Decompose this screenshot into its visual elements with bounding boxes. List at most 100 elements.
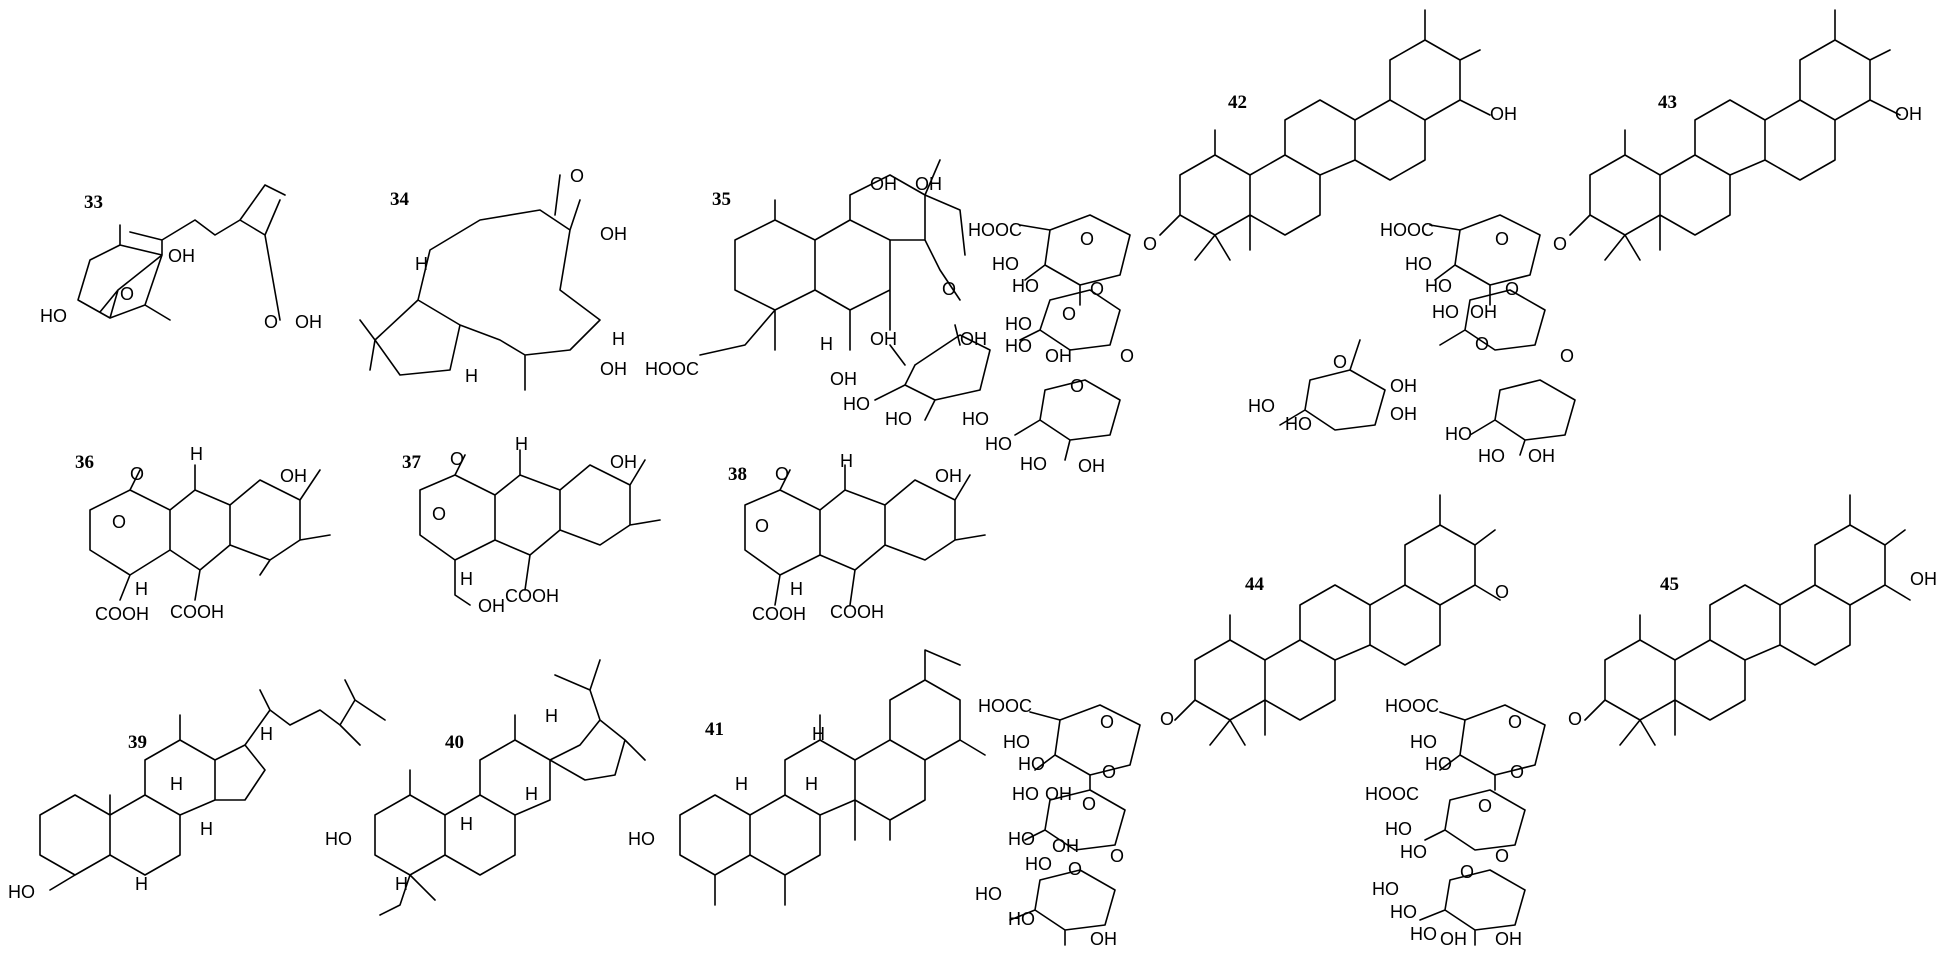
compound-35: 35 OH OH O HOOC H OH OH OH HO HO: [645, 159, 991, 429]
atom-label: O: [1553, 234, 1567, 254]
atom-label: HO: [1410, 924, 1437, 944]
atom-label: H: [135, 874, 148, 894]
atom-label: H: [515, 434, 528, 454]
atom-label: O: [1070, 376, 1084, 396]
atom-label: HO: [1012, 784, 1039, 804]
atom-label: O: [1460, 862, 1474, 882]
atom-label: O: [1143, 234, 1157, 254]
compound-number: 37: [402, 452, 422, 473]
atom-label: HO: [1005, 336, 1032, 356]
compound-43: 43 OH O HOOC O HO HO O HO OH O O OH HO H…: [1248, 9, 1922, 466]
atom-label: O: [1080, 229, 1094, 249]
atom-label: COOH: [830, 602, 884, 622]
atom-label: HO: [885, 409, 912, 429]
compound-40: 40 H H H HO H: [325, 659, 646, 916]
atom-label: HO: [8, 882, 35, 902]
atom-label: H: [395, 874, 408, 894]
atom-label: OH: [600, 359, 627, 379]
atom-label: O: [1102, 762, 1116, 782]
atom-label: OH: [1045, 346, 1072, 366]
atom-label: OH: [935, 466, 962, 486]
atom-label: H: [465, 366, 478, 386]
atom-label: HO: [1410, 732, 1437, 752]
atom-label: O: [570, 166, 584, 186]
compound-number: 36: [75, 452, 94, 473]
atom-label: COOH: [170, 602, 224, 622]
atom-label: O: [450, 449, 464, 469]
atom-label: O: [1100, 712, 1114, 732]
atom-label: HO: [1372, 879, 1399, 899]
atom-label: HO: [1425, 276, 1452, 296]
atom-label: H: [415, 254, 428, 274]
compound-37: 37 O H OH O H OH COOH: [402, 434, 661, 616]
atom-label: O: [1505, 279, 1519, 299]
atom-label: O: [1495, 582, 1509, 602]
atom-label: HO: [1248, 396, 1275, 416]
atom-label: O: [1068, 859, 1082, 879]
atom-label: HO: [1405, 254, 1432, 274]
atom-label: HO: [985, 434, 1012, 454]
atom-label: HO: [40, 306, 67, 326]
compound-33: 33 HO OH O O OH: [40, 184, 322, 332]
atom-label: O: [432, 504, 446, 524]
atom-label: HO: [1012, 276, 1039, 296]
atom-label: HOOC: [1365, 784, 1419, 804]
atom-label: OH: [870, 329, 897, 349]
atom-label: OH: [478, 596, 505, 616]
atom-label: OH: [1090, 929, 1117, 949]
compound-number: 34: [390, 189, 410, 210]
atom-label: COOH: [752, 604, 806, 624]
atom-label: OH: [610, 452, 637, 472]
atom-label: O: [1495, 229, 1509, 249]
atom-label: COOH: [505, 586, 559, 606]
atom-label: H: [545, 706, 558, 726]
atom-label: OH: [1528, 446, 1555, 466]
atom-label: OH: [1910, 569, 1937, 589]
compound-number: 45: [1660, 574, 1679, 595]
atom-label: O: [1560, 346, 1574, 366]
compound-39: 39 H H H H HO: [8, 679, 386, 902]
atom-label: HO: [962, 409, 989, 429]
atom-label: OH: [1495, 929, 1522, 949]
atom-label: HO: [628, 829, 655, 849]
atom-label: HOOC: [645, 359, 699, 379]
atom-label: HO: [1390, 902, 1417, 922]
atom-label: H: [790, 579, 803, 599]
atom-label: O: [942, 279, 956, 299]
atom-label: HO: [1025, 854, 1052, 874]
compound-38: 38 O H OH O H COOH COOH: [728, 451, 986, 624]
atom-label: H: [260, 724, 273, 744]
compound-number: 38: [728, 464, 747, 485]
atom-label: OH: [600, 224, 627, 244]
atom-label: O: [1333, 352, 1347, 372]
atom-label: HOOC: [968, 220, 1022, 240]
atom-label: O: [130, 464, 144, 484]
atom-label: OH: [915, 174, 942, 194]
atom-label: H: [460, 569, 473, 589]
atom-label: H: [735, 774, 748, 794]
atom-label: OH: [1052, 836, 1079, 856]
atom-label: OH: [295, 312, 322, 332]
atom-label: HO: [325, 829, 352, 849]
atom-label: HO: [1008, 829, 1035, 849]
atom-label: COOH: [95, 604, 149, 624]
compound-number: 39: [128, 732, 147, 753]
atom-label: HO: [1018, 754, 1045, 774]
atom-label: O: [1090, 279, 1104, 299]
atom-label: HO: [1425, 754, 1452, 774]
compound-36: 36 O H OH O H COOH COOH: [75, 444, 331, 624]
atom-label: H: [812, 724, 825, 744]
atom-label: O: [1510, 762, 1524, 782]
atom-label: OH: [280, 466, 307, 486]
atom-label: O: [1478, 796, 1492, 816]
atom-label: H: [805, 774, 818, 794]
compound-number: 41: [705, 719, 724, 740]
atom-label: O: [1568, 709, 1582, 729]
atom-label: O: [775, 464, 789, 484]
atom-label: HO: [1400, 842, 1427, 862]
atom-label: O: [1495, 846, 1509, 866]
compound-number: 43: [1658, 92, 1677, 113]
atom-label: OH: [1078, 456, 1105, 476]
atom-label: H: [840, 451, 853, 471]
atom-label: H: [820, 334, 833, 354]
